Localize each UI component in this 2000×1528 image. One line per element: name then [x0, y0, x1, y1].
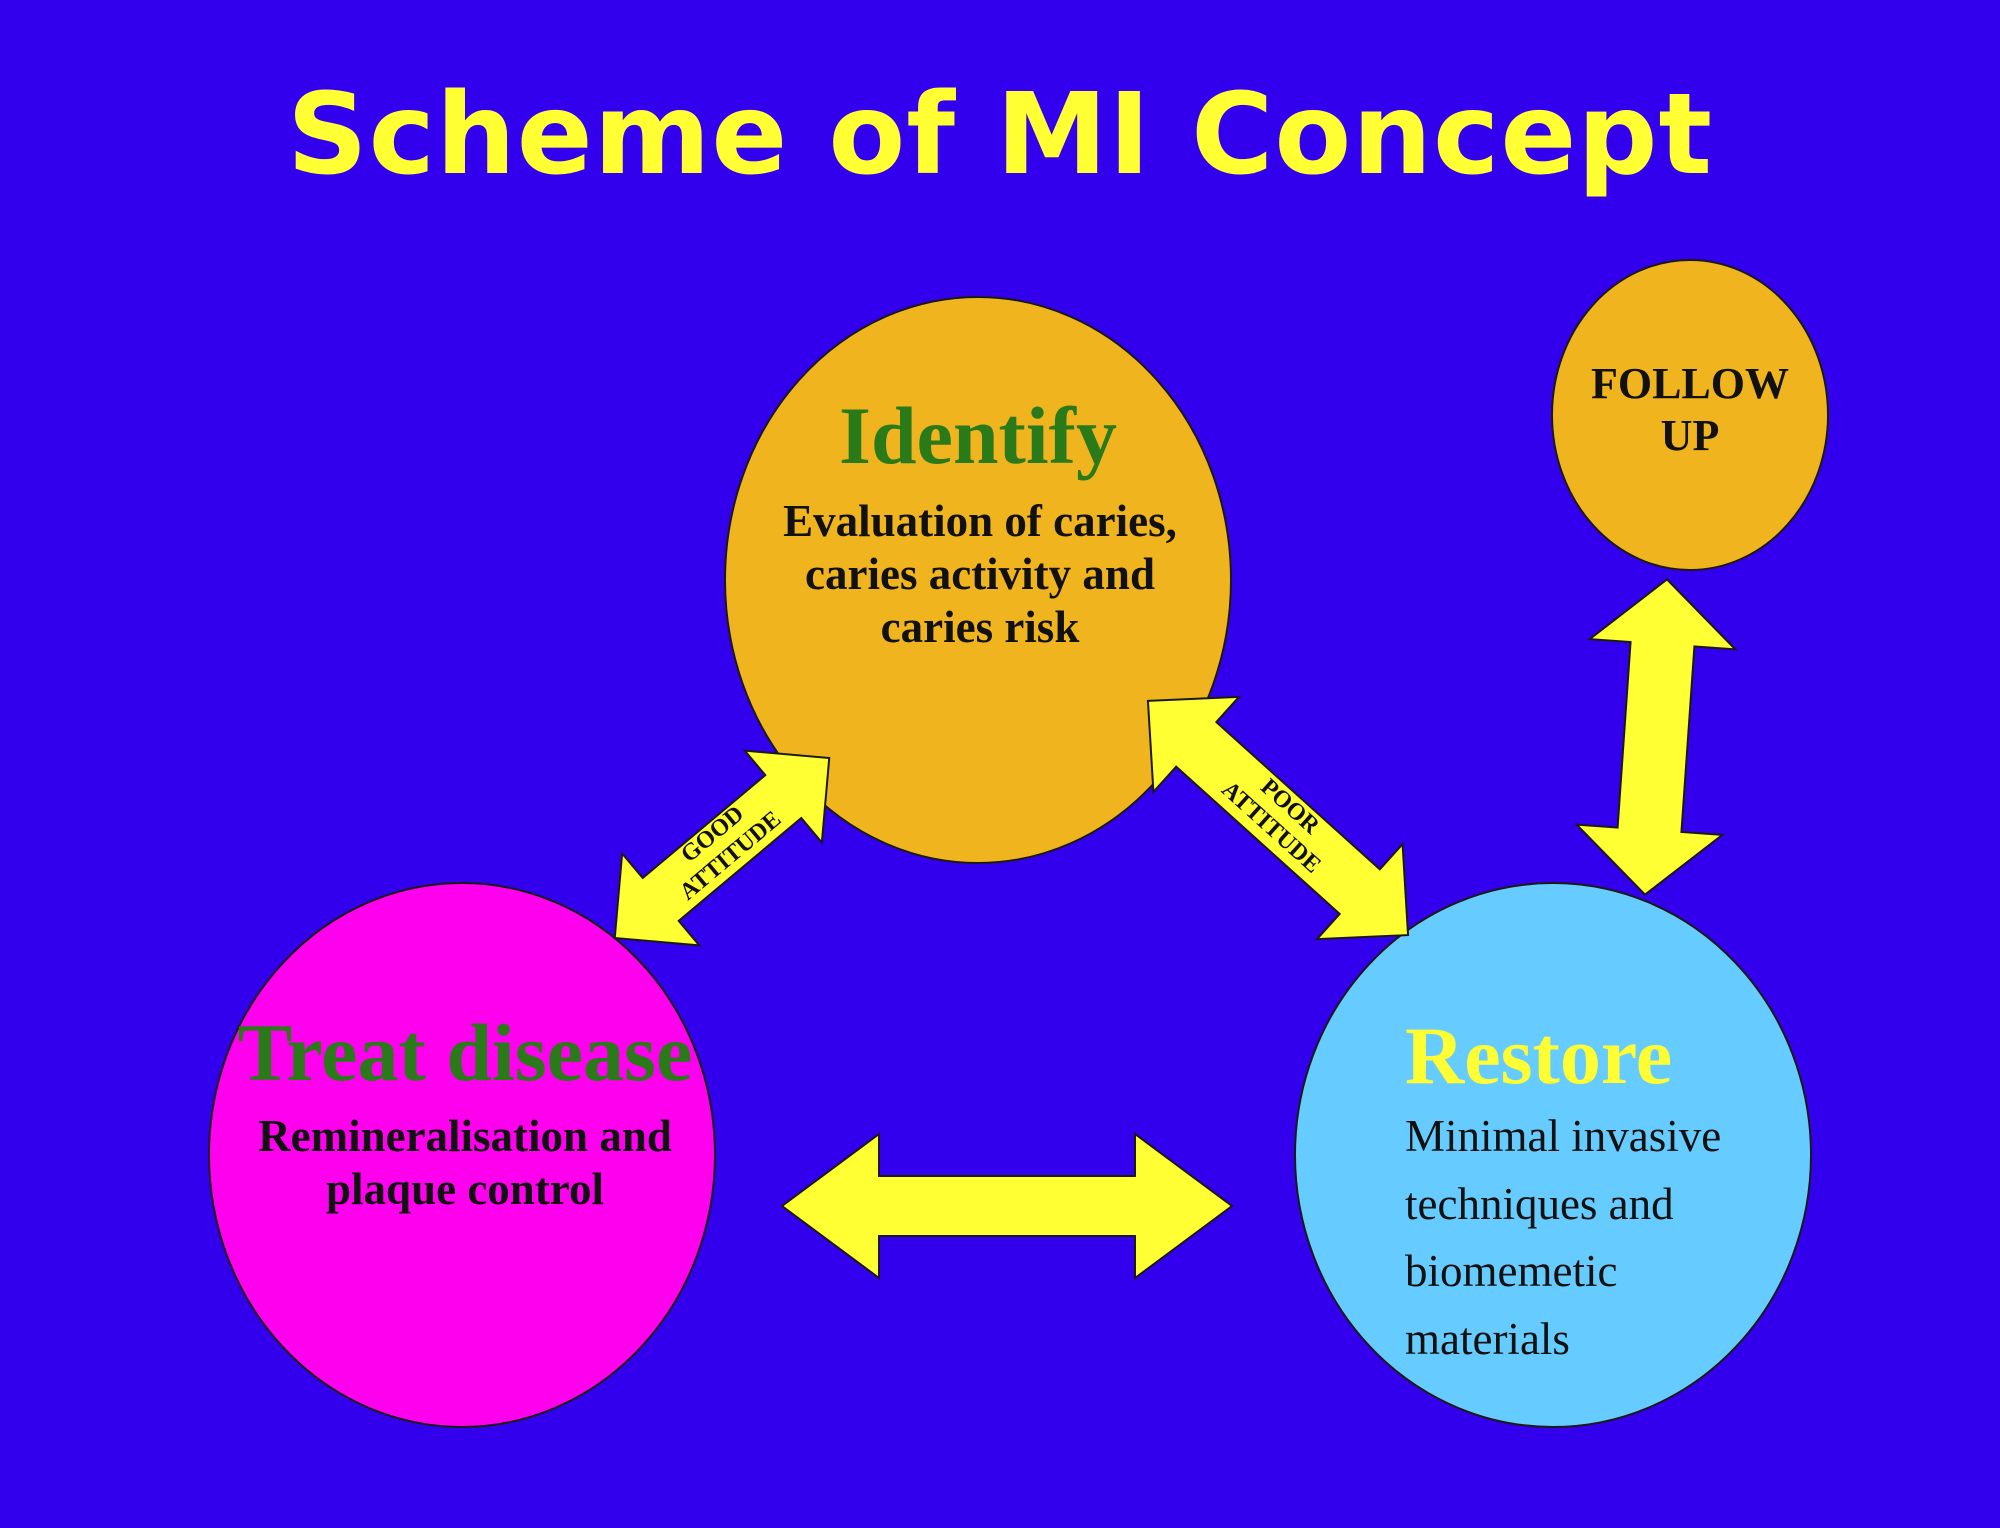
restore-line-2: techniques and [1405, 1178, 1674, 1229]
slide-title: Scheme of MI Concept [286, 70, 1714, 200]
treat-line-1: Remineralisation and [258, 1111, 672, 1161]
poor-attitude-arrow [1146, 695, 1410, 941]
treat-line-2: plaque control [326, 1164, 604, 1215]
treat-disease-heading: Treat disease [237, 1007, 693, 1098]
identify-description: Evaluation of caries, caries activity an… [720, 495, 1240, 654]
identify-circle [724, 296, 1232, 864]
treat-restore-arrow [780, 1132, 1234, 1280]
identify-line-2: caries activity and [805, 549, 1155, 600]
restore-line-4: materials [1405, 1313, 1570, 1364]
treat-disease-circle [208, 882, 716, 1428]
identify-heading: Identify [839, 390, 1117, 481]
follow-up-line-2: UP [1660, 410, 1720, 460]
follow-up-circle [1551, 259, 1829, 571]
follow-up-line-1: FOLLOW [1590, 359, 1790, 408]
identify-line-3: caries risk [880, 602, 1080, 653]
good-attitude-arrow [613, 749, 831, 947]
restore-heading: Restore [1405, 1010, 1673, 1101]
follow-up-arrow [1574, 578, 1738, 896]
follow-up-label: FOLLOW UP [1550, 358, 1830, 462]
treat-disease-description: Remineralisation and plaque control [205, 1110, 725, 1216]
restore-line-1: Minimal invasive [1405, 1111, 1722, 1161]
identify-line-1: Evaluation of caries, [783, 496, 1177, 546]
restore-line-3: biomemetic [1405, 1246, 1618, 1296]
restore-description: Minimal invasive techniques and biomemet… [1405, 1103, 1805, 1373]
restore-circle [1294, 882, 1812, 1428]
